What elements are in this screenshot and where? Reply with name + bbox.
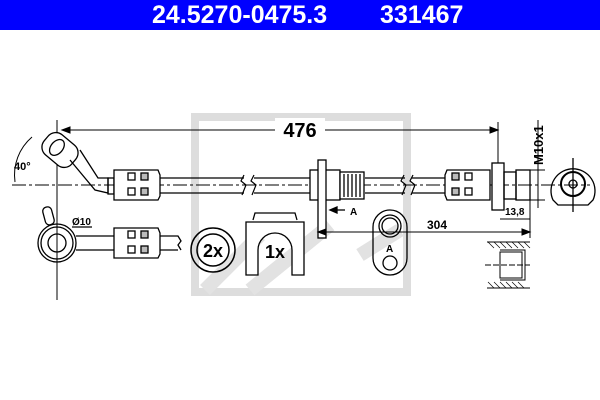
angled-banjo-fitting <box>41 131 109 194</box>
hose-fitting-left <box>107 169 161 201</box>
bolts-quantity: 2x <box>203 241 223 261</box>
overall-length-dimension: 476 <box>60 118 500 170</box>
clip-accessory: 1x <box>245 212 305 276</box>
distance-label: 304 <box>427 218 447 232</box>
banjo-top-view: Ø10 <box>37 206 182 263</box>
thread-label: M10x1 <box>531 125 546 165</box>
length-label: 476 <box>283 120 316 142</box>
bracket-section-view: A <box>372 209 408 276</box>
bracket: A <box>309 159 365 239</box>
angle-label: 40° <box>14 161 31 173</box>
thread-dimension: M10x1 13,8 <box>500 120 546 238</box>
bracket-distance-dimension: 304 <box>316 218 532 236</box>
reference-number: 331467 <box>380 1 464 29</box>
thread-length-label: 13,8 <box>505 207 525 218</box>
section-label-a: A <box>386 244 393 255</box>
diameter-label: Ø10 <box>72 217 91 228</box>
hose <box>160 174 445 196</box>
section-marker-a: A <box>350 207 357 218</box>
end-view <box>550 158 596 212</box>
hose-fitting-right <box>444 162 531 211</box>
clip-quantity: 1x <box>265 242 285 262</box>
part-number: 24.5270-0475.3 <box>152 1 328 29</box>
port-detail-section <box>485 241 531 289</box>
bolts-accessory: 2x <box>190 227 236 273</box>
title-bar: 24.5270-0475.3 331467 <box>0 0 600 30</box>
